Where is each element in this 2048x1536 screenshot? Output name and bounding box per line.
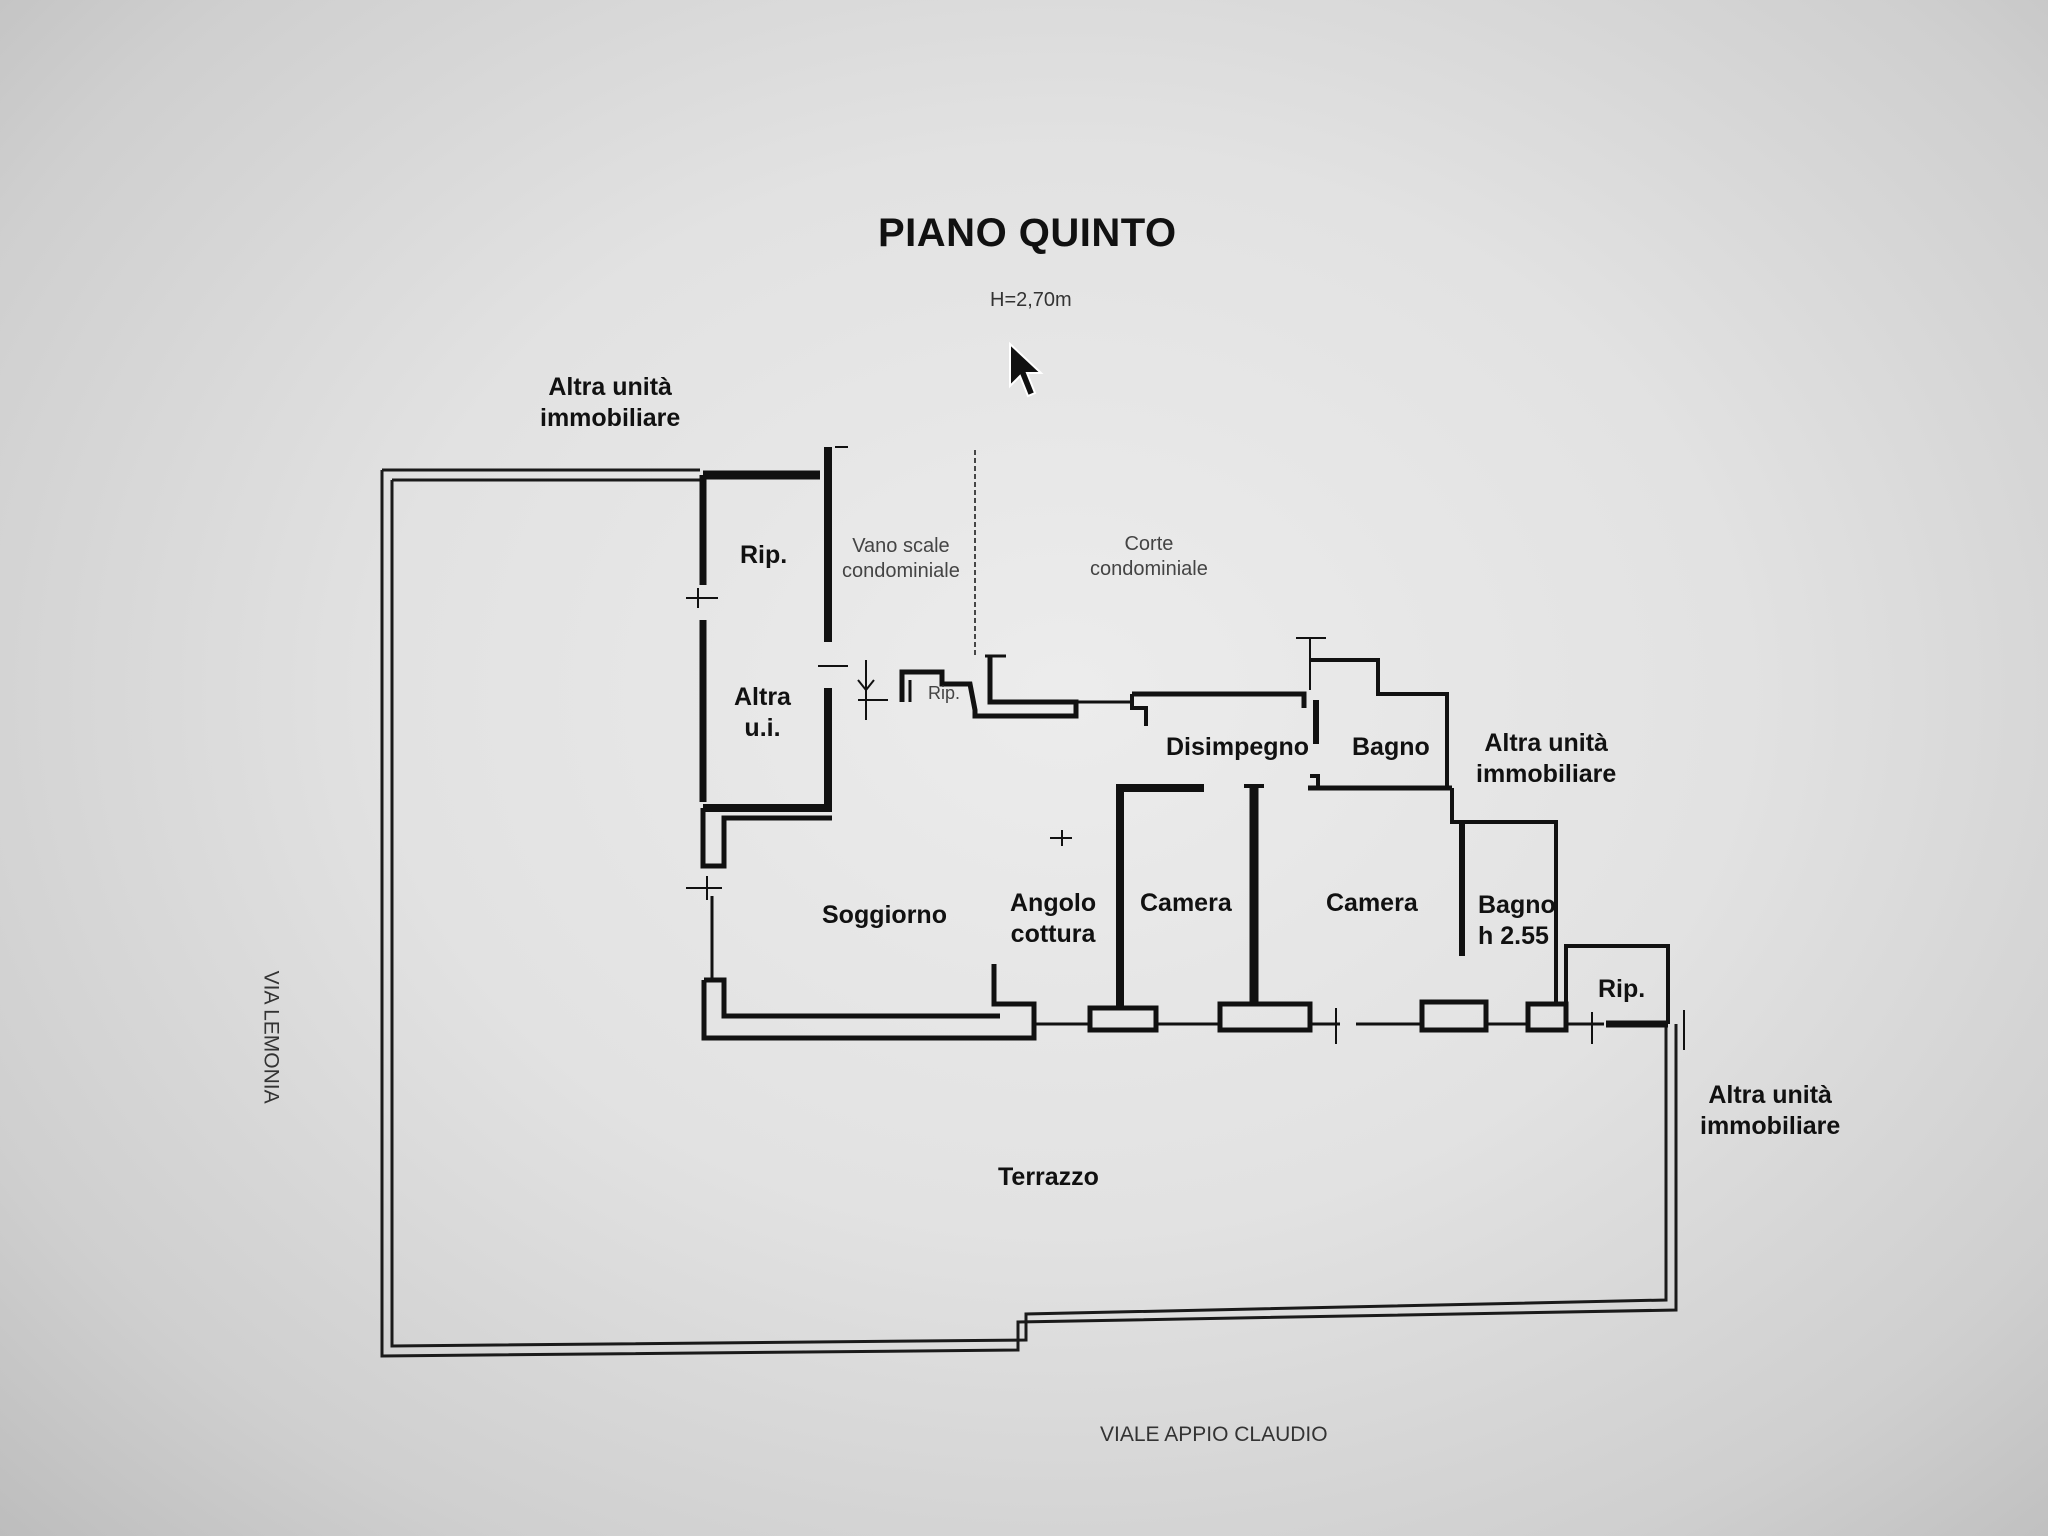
room-rip-right: Rip.	[1598, 975, 1646, 1003]
neighbor-label-line: immobiliare	[1476, 760, 1617, 789]
label-line: condominiale	[842, 560, 960, 582]
room-angolo-cottura: Angolo cottura	[1010, 888, 1096, 951]
neighbor-label-line: Altra unità	[1708, 1081, 1832, 1109]
wall-rip-right-room	[1564, 944, 1670, 1024]
label-line: Vano scale	[852, 535, 950, 557]
terrace-outline-outer	[380, 470, 1678, 1358]
room-camera-2: Camera	[1326, 889, 1418, 917]
room-rip-small: Rip.	[928, 683, 961, 703]
street-label-bottom: VIALE APPIO CLAUDIO	[1100, 1423, 1328, 1446]
room-bagno-top: Bagno	[1352, 733, 1430, 761]
neighbor-label-line: immobiliare	[540, 404, 681, 433]
room-rip-top: Rip.	[740, 541, 788, 569]
neighbor-label-line: Altra unità	[548, 373, 672, 401]
neighbor-label-right: Altra unità immobiliare	[1476, 728, 1616, 791]
wall-bagno-top	[1310, 658, 1449, 786]
neighbor-label-line: Altra unità	[1484, 729, 1608, 757]
label-courtyard: Corte condominiale	[1090, 532, 1208, 582]
label-line: Angolo	[1010, 889, 1097, 917]
neighbor-label-line: immobiliare	[1700, 1112, 1841, 1141]
terrace-outline-inner	[390, 480, 1668, 1348]
label-line: cottura	[1010, 920, 1096, 949]
stair-arrow	[857, 660, 875, 692]
room-terrazzo: Terrazzo	[998, 1163, 1099, 1191]
wall-rip-small	[899, 656, 1079, 719]
label-stairwell: Vano scale condominiale	[842, 534, 960, 584]
label-line: Corte	[1124, 533, 1174, 555]
neighbor-label-bottom-right: Altra unità immobiliare	[1700, 1080, 1840, 1143]
room-soggiorno: Soggiorno	[822, 901, 947, 929]
terrace-top-edge	[382, 468, 700, 482]
ceiling-height-note: H=2,70m	[990, 289, 1072, 311]
label-line: Altra	[734, 683, 791, 711]
neighbor-label-top-left: Altra unità immobiliare	[540, 372, 680, 435]
label-line: h 2.55	[1478, 922, 1549, 951]
wall-altra-jog	[700, 808, 832, 869]
room-bagno-right: Bagno h 2.55	[1478, 890, 1556, 953]
room-camera-1: Camera	[1140, 889, 1232, 917]
room-altra-ui: Altra u.i.	[734, 682, 791, 745]
wall-soggiorno-bottom	[701, 964, 1037, 1041]
label-line: Bagno	[1478, 891, 1556, 919]
street-label-left: VIA LEMONIA	[259, 970, 283, 1104]
label-line: u.i.	[744, 714, 781, 743]
plan-title: PIANO QUINTO	[878, 211, 1177, 255]
mouse-cursor-icon	[1009, 342, 1044, 398]
room-disimpegno: Disimpegno	[1166, 733, 1310, 761]
tick-marks	[686, 446, 1685, 1050]
label-line: condominiale	[1090, 558, 1208, 580]
